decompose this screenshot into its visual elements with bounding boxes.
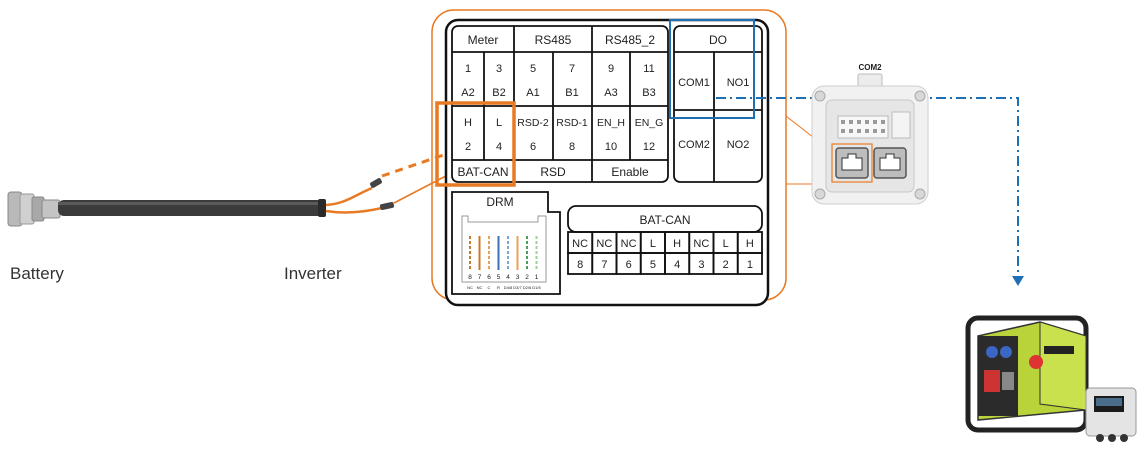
do-block xyxy=(673,25,763,183)
do-com2: COM2 xyxy=(678,139,710,151)
bat-can-signal: NC xyxy=(596,238,612,250)
drm-pin-label: R xyxy=(497,285,500,290)
do-no1: NO1 xyxy=(727,77,750,89)
ethernet-port-icon xyxy=(873,147,907,179)
drm-pin-number: 7 xyxy=(478,274,482,281)
com-terminal-pin xyxy=(849,129,853,133)
pin-num: 9 xyxy=(608,63,614,75)
pin-signal: B2 xyxy=(492,87,505,99)
bat-can-title: BAT-CAN xyxy=(639,213,690,227)
drm-pin-label: D3/7 xyxy=(513,285,522,290)
pin-num: 2 xyxy=(465,141,471,153)
bat-can-pin: 8 xyxy=(577,259,583,271)
pin-signal: A3 xyxy=(604,87,617,99)
bat-can-cell xyxy=(736,252,763,275)
drm-pin-number: 3 xyxy=(516,274,520,281)
bat-can-signal: H xyxy=(746,238,754,250)
com-terminal-pin xyxy=(865,129,869,133)
com-terminal-pin xyxy=(857,129,861,133)
pin-num: 4 xyxy=(496,141,502,153)
pin-signal: RSD-2 xyxy=(517,117,549,129)
drm-pin-number: 8 xyxy=(468,274,472,281)
battery-label: Battery xyxy=(10,264,64,283)
footer-bat-can: BAT-CAN xyxy=(457,165,508,179)
bat-can-highlight xyxy=(435,101,516,187)
header-meter: Meter xyxy=(468,33,499,47)
drm-pin-number: 2 xyxy=(525,274,529,281)
header-rs485: RS485 xyxy=(535,33,572,47)
com-terminal-pin xyxy=(865,120,869,124)
bat-can-signal: L xyxy=(650,238,656,250)
bat-can-signal: NC xyxy=(621,238,637,250)
pin-num: 5 xyxy=(530,63,536,75)
pin-num: 11 xyxy=(643,63,654,75)
com-terminal-pin xyxy=(873,129,877,133)
pin-num: 6 xyxy=(530,141,536,153)
drm-pin-number: 5 xyxy=(497,274,501,281)
pin-signal: L xyxy=(496,117,502,129)
arrow-down-icon xyxy=(1012,276,1024,286)
pin-signal: B1 xyxy=(565,87,578,99)
drm-pin-number: 1 xyxy=(535,274,539,281)
pin-num: 8 xyxy=(569,141,575,153)
battery-cable-icon xyxy=(7,148,493,227)
com-terminal-pin xyxy=(841,129,845,133)
bat-can-pin: 6 xyxy=(626,259,632,271)
pin-num: 10 xyxy=(605,141,617,153)
com-terminal-pin xyxy=(857,120,861,124)
bat-can-signal: H xyxy=(673,238,681,250)
pin-signal: B3 xyxy=(642,87,655,99)
com-terminal-pin xyxy=(873,120,877,124)
com2-label: COM2 xyxy=(858,63,882,72)
com-terminal-pin xyxy=(841,120,845,124)
pin-num: 3 xyxy=(496,63,502,75)
footer-enable: Enable xyxy=(611,165,649,179)
bat-can-pin: 1 xyxy=(747,259,753,271)
drm-pin-number: 6 xyxy=(487,274,491,281)
bat-can-table: BAT-CAN NC 8 NC 7 NC 6 L 5 H 4 NC 3 L 2 H 1 xyxy=(567,205,763,275)
pin-num: 12 xyxy=(643,141,655,153)
pin-signal: RSD-1 xyxy=(556,117,588,129)
terminal-block xyxy=(444,18,770,307)
pin-num: 1 xyxy=(465,63,471,75)
do-no2: NO2 xyxy=(727,139,750,151)
bat-can-pin: 5 xyxy=(650,259,656,271)
bat-can-signal: NC xyxy=(572,238,588,250)
pin-signal: EN_G xyxy=(635,117,664,129)
com-terminal-pin xyxy=(881,120,885,124)
pin-signal: H xyxy=(464,117,472,129)
drm-pin-label: D4/8 xyxy=(504,285,513,290)
drm-pin-label: NC xyxy=(467,285,473,290)
com-terminal-pin xyxy=(849,120,853,124)
com-terminal-pin xyxy=(881,129,885,133)
drm-pin-label: D1/5 xyxy=(532,285,541,290)
pin-signal: A1 xyxy=(526,87,539,99)
com-port-panel xyxy=(811,73,929,205)
drm-pin-number: 4 xyxy=(506,274,510,281)
bat-can-pin: 2 xyxy=(723,259,729,271)
footer-rsd: RSD xyxy=(540,165,566,179)
drm-pin-label: D2/6 xyxy=(523,285,532,290)
pin-signal: A2 xyxy=(461,87,474,99)
bat-can-signal: NC xyxy=(693,238,709,250)
bat-can-pin: 4 xyxy=(674,259,680,271)
header-do: DO xyxy=(709,33,727,47)
generator-icon xyxy=(965,315,1137,442)
ethernet-port-icon xyxy=(835,147,869,179)
pin-num: 7 xyxy=(569,63,575,75)
header-rs485-2: RS485_2 xyxy=(605,33,655,47)
do-com1: COM1 xyxy=(678,77,710,89)
pin-signal: EN_H xyxy=(597,117,625,129)
bat-can-pin: 3 xyxy=(698,259,704,271)
bat-can-pin: 7 xyxy=(601,259,607,271)
drm-pin-label: NC xyxy=(477,285,483,290)
drm-title: DRM xyxy=(486,195,513,209)
bat-can-signal: L xyxy=(723,238,729,250)
inverter-label: Inverter xyxy=(284,264,342,283)
drm-pin-label: C xyxy=(488,285,491,290)
do-highlight xyxy=(669,19,755,119)
